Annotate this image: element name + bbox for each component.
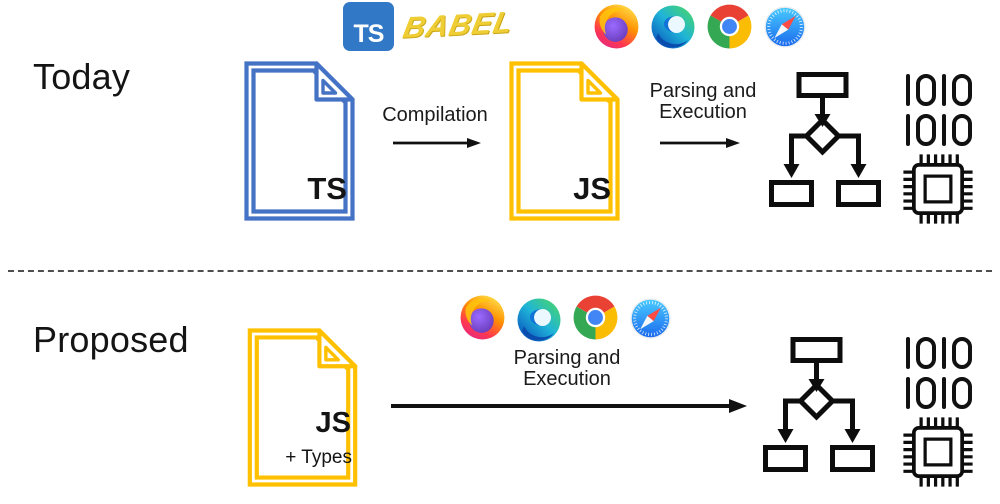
binary-one-glyph (942, 337, 946, 369)
binary-code-today (906, 74, 972, 146)
compilation-arrow-icon (393, 138, 481, 148)
js-types-document-label: JS (315, 407, 351, 439)
parsing-execution-label-proposed: Parsing and Execution (502, 348, 632, 390)
js-types-document-icon: JS + Types (246, 327, 359, 488)
edge-icon (515, 296, 563, 344)
compilation-label: Compilation (382, 104, 488, 126)
js-document-label: JS (573, 171, 611, 206)
parsing-execution-line1: Parsing and (513, 347, 621, 369)
js-document-icon: JS (508, 60, 621, 222)
edge-icon (649, 3, 697, 51)
parsing-execution-line2: Execution (659, 101, 747, 123)
binary-zero-glyph (952, 74, 972, 106)
execution-arrow-icon-today (660, 138, 740, 148)
binary-one-glyph (906, 114, 910, 146)
binary-zero-glyph (916, 337, 936, 369)
binary-one-glyph (906, 74, 910, 106)
parsing-execution-label-today: Parsing and Execution (637, 81, 769, 123)
binary-zero-glyph (916, 377, 936, 409)
binary-row (906, 114, 972, 146)
binary-zero-glyph (916, 114, 936, 146)
safari-icon (762, 4, 808, 50)
flowchart-icon-today (769, 72, 881, 210)
cpu-chip-icon-today (901, 152, 975, 226)
binary-one-glyph (942, 114, 946, 146)
binary-one-glyph (942, 377, 946, 409)
firefox-icon (458, 293, 507, 342)
chrome-icon (571, 293, 620, 342)
binary-one-glyph (906, 377, 910, 409)
binary-zero-glyph (916, 74, 936, 106)
binary-code-proposed (906, 337, 972, 409)
firefox-icon (592, 2, 641, 51)
typescript-logo-text: TS (353, 20, 385, 48)
flowchart-icon-proposed (763, 337, 875, 475)
chrome-icon (705, 2, 754, 51)
browser-row-proposed (458, 293, 673, 344)
parsing-execution-line1: Parsing and (649, 80, 757, 102)
today-label: Today (33, 56, 131, 97)
binary-zero-glyph (952, 114, 972, 146)
proposed-label: Proposed (33, 319, 189, 360)
binary-zero-glyph (952, 377, 972, 409)
browser-row-today (592, 2, 808, 51)
execution-arrow-icon-proposed (391, 399, 747, 413)
ts-document-label: TS (307, 171, 347, 206)
babel-logo-text: BABEL (400, 6, 517, 45)
section-divider (8, 270, 992, 272)
binary-one-glyph (942, 74, 946, 106)
cpu-chip-icon-proposed (901, 415, 975, 489)
binary-zero-glyph (952, 337, 972, 369)
safari-icon (628, 296, 673, 341)
typescript-logo: TS (343, 2, 394, 51)
binary-one-glyph (906, 337, 910, 369)
binary-row (906, 377, 972, 409)
binary-row (906, 337, 972, 369)
plus-types-label: + Types (285, 447, 352, 468)
binary-row (906, 74, 972, 106)
ts-document-icon: TS (243, 60, 356, 222)
parsing-execution-line2: Execution (523, 368, 611, 390)
babel-logo: BABEL (400, 6, 516, 46)
